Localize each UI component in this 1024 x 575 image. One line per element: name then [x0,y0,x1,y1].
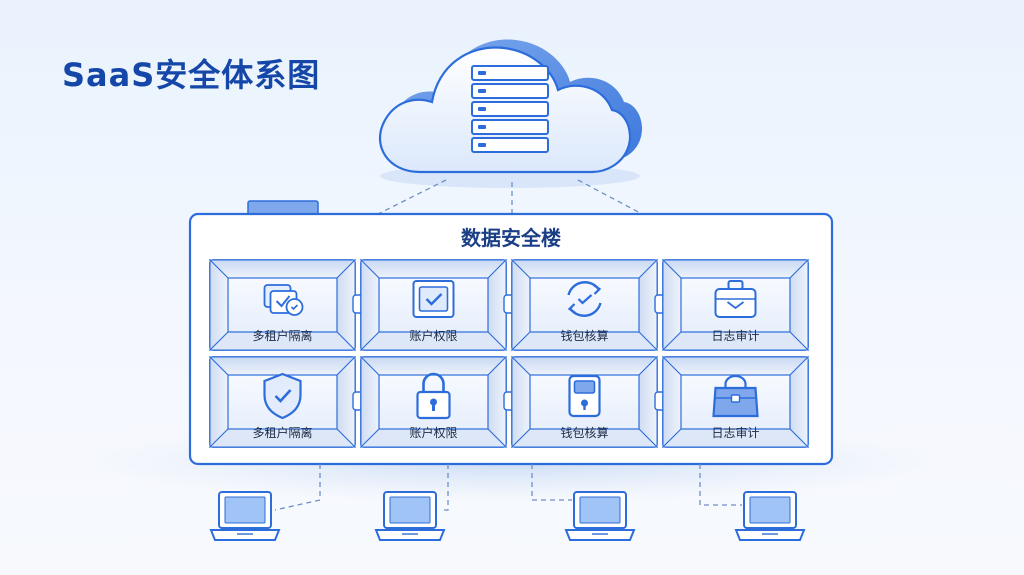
laptop-icon [374,491,446,541]
room-5: 多租户隔离 [208,355,357,449]
circular-sync-check-icon [567,281,602,317]
rooms-grid: 多租户隔离账户权限钱包核算日志审计多租户隔离账户权限钱包核算日志审计 [208,258,810,449]
server-rack-icon [471,65,549,153]
data-security-building: 数据安全楼 多租户隔离账户权限钱包核算日志审计多租户隔离账户权限钱包核算日志审计 [188,200,834,466]
room-label: 钱包核算 [560,328,608,343]
page-title: SaaS安全体系图 [62,56,321,94]
room-label: 钱包核算 [560,425,608,440]
shield-check-icon [263,372,302,420]
room-7: 钱包核算 [510,355,659,449]
client-laptop-4 [699,464,806,541]
laptop-icon [209,491,281,541]
room-label: 日志审计 [711,328,759,343]
room-label: 日志审计 [711,425,759,440]
laptop-icon [734,491,806,541]
briefcase-envelope-icon [714,280,757,318]
handbag-icon [712,374,759,418]
client-laptop-1 [209,464,321,541]
cloud-connectors [377,179,643,215]
client-laptop-3 [531,464,636,541]
client-link [699,464,742,506]
client-devices [209,464,806,541]
room-3: 钱包核算 [510,258,659,352]
room-4: 日志审计 [661,258,810,352]
laptop-icon [564,491,636,541]
room-6: 账户权限 [359,355,508,449]
padlock-icon [416,372,451,420]
cloud-server [378,39,643,174]
room-1: 多租户隔离 [208,258,357,352]
checkbox-window-icon [412,280,455,318]
room-label: 多租户隔离 [252,328,312,343]
building-title: 数据安全楼 [461,226,561,250]
room-label: 账户权限 [409,425,457,440]
wallet-card-icon [568,374,601,418]
room-label: 账户权限 [409,328,457,343]
room-label: 多租户隔离 [252,425,312,440]
room-8: 日志审计 [661,355,810,449]
client-link [440,464,449,511]
client-link [274,464,321,511]
client-link [531,464,572,501]
room-2: 账户权限 [359,258,508,352]
client-laptop-2 [374,464,449,541]
stacked-layers-check-icon [263,284,304,316]
